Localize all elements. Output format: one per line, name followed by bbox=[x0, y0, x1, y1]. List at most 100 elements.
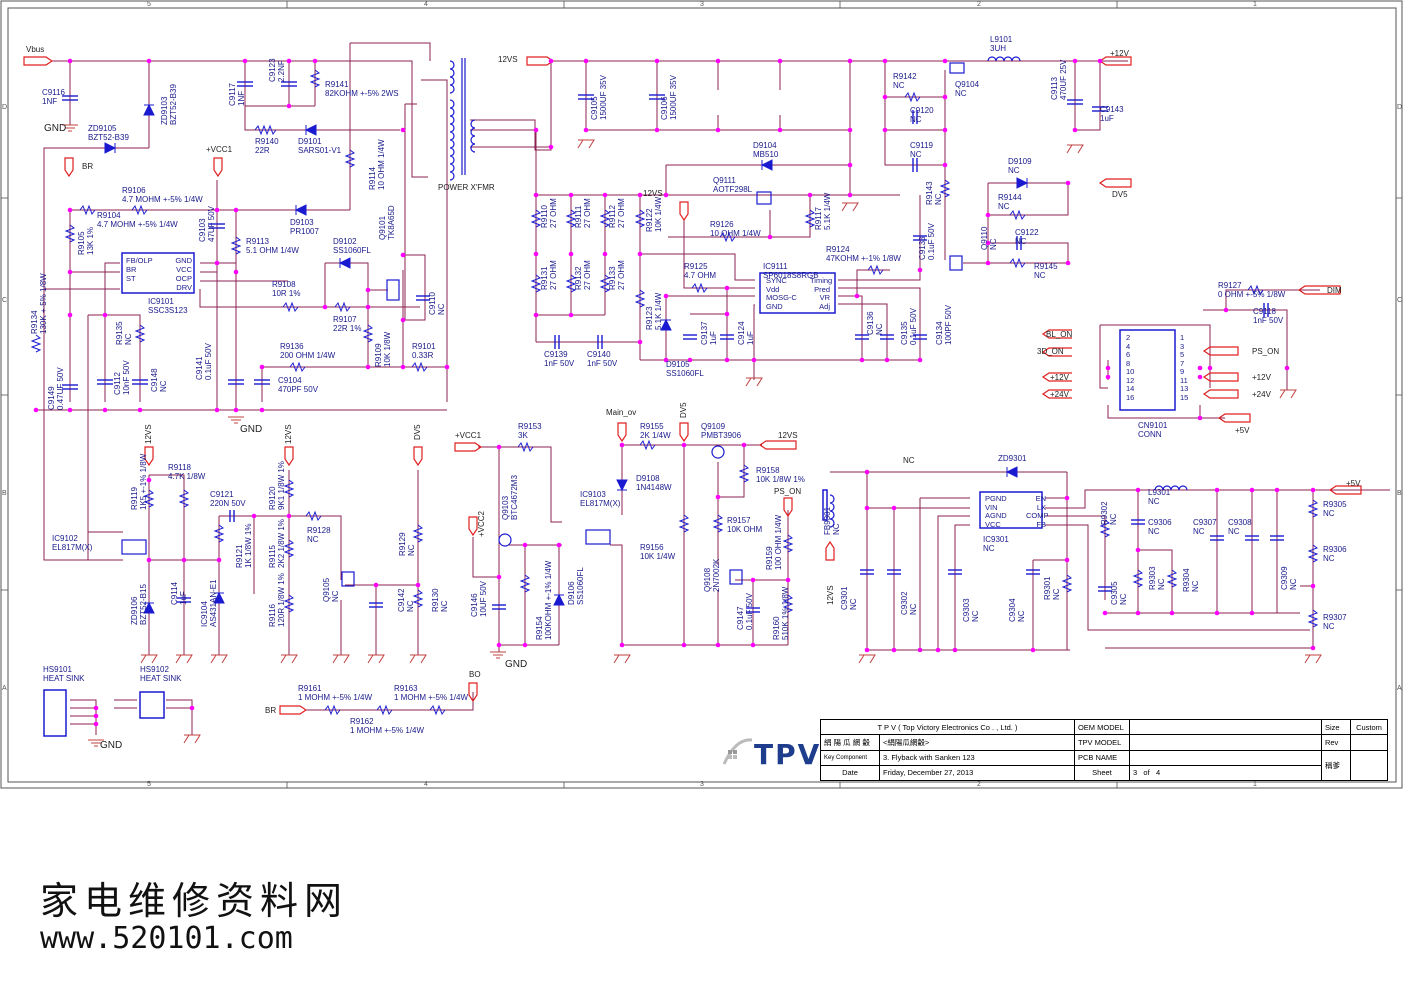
ic-pin-cn9101: 7 bbox=[1180, 358, 1185, 368]
ic-pin-ic9111: VR bbox=[819, 293, 830, 302]
component-label-zd9103: ZD9103 BZT52-B39 bbox=[160, 84, 178, 125]
component-label-hs9101: HS9101 HEAT SINK bbox=[43, 665, 85, 683]
tb-sheet-total: 4 bbox=[1155, 768, 1161, 778]
zone-top-5: 5 bbox=[147, 1, 151, 8]
component-ref: C9305 bbox=[1110, 581, 1119, 605]
component-ref: R9305 bbox=[1323, 500, 1347, 509]
component-ref: R9112 bbox=[608, 205, 617, 228]
component-label-r9127: R9127 0 OHM +-5% 1/8W bbox=[1218, 281, 1285, 299]
component-ref: C9304 bbox=[1008, 598, 1017, 622]
tb-size-value: Custom bbox=[1349, 718, 1389, 736]
title-block: T P V ( Top Victory Electronics Co . , L… bbox=[820, 718, 1389, 782]
component-label-r9306: R9306 NC bbox=[1323, 545, 1347, 563]
component-label-c9119: C9119 NC bbox=[910, 141, 933, 159]
component-label-ic9111: IC9111 SP6018S8RGB bbox=[763, 262, 819, 280]
component-value: NC bbox=[437, 303, 446, 315]
component-label-hs9102: HS9102 HEAT SINK bbox=[140, 665, 182, 683]
component-label-c9146: C9146 10UF 50V bbox=[470, 581, 488, 617]
component-value: 13K 1% bbox=[86, 226, 95, 255]
component-label-c9105: C9105 1500UF 35V bbox=[590, 75, 608, 120]
component-value: 1N4148W bbox=[636, 483, 672, 492]
component-label-r9116: R9116 120R 1/8W 1% bbox=[268, 573, 286, 627]
component-value: 1K 1/8W 1% bbox=[244, 523, 253, 568]
component-value: 470PF 50V bbox=[278, 385, 319, 394]
component-label-d9103: D9103 PR1007 bbox=[290, 218, 319, 236]
ic-pin-ic9111: Vdd bbox=[766, 284, 780, 294]
component-value: 1nF 50V bbox=[587, 359, 618, 368]
component-ref: IC9301 bbox=[983, 535, 1009, 544]
component-label-ic9101: IC9101 SSC3S123 bbox=[148, 297, 188, 315]
net-vcc2: +VCC2 bbox=[477, 510, 486, 537]
component-value: 4.7 OHM bbox=[684, 271, 717, 280]
component-value: 510K 1% 1/8W bbox=[781, 586, 790, 640]
component-value: 10 OHM 1/4W bbox=[377, 139, 386, 190]
component-label-c9305: C9305 NC bbox=[1110, 581, 1128, 605]
resistor-symbols bbox=[30, 69, 1319, 716]
net-dv5-ov: DV5 bbox=[679, 402, 688, 418]
component-ref: C9146 bbox=[470, 593, 479, 617]
component-label-r9111: R9111 27 OHM bbox=[574, 198, 592, 228]
component-label-r9153: R9153 3K bbox=[518, 422, 542, 440]
net-24v-cn-r: +24V bbox=[1252, 390, 1271, 399]
net-ps-on-cn: PS_ON bbox=[1252, 347, 1280, 356]
component-label-c9140: C9140 1nF 50V bbox=[587, 350, 617, 368]
component-label-c9307: C9307 NC bbox=[1193, 518, 1217, 536]
component-label-c9122: C9122 NC bbox=[1015, 228, 1039, 246]
component-ref: R9130 bbox=[431, 588, 440, 612]
component-ref: R9119 bbox=[130, 487, 139, 510]
component-value: 27 OHM bbox=[617, 260, 626, 290]
component-value: 27 OHM bbox=[549, 260, 558, 290]
component-ref: C9110 bbox=[428, 292, 437, 315]
component-ref: C9140 bbox=[587, 350, 611, 359]
component-value: 1uF bbox=[709, 331, 718, 345]
tb-date-label: Date bbox=[820, 764, 880, 782]
component-ref: C9122 bbox=[1015, 228, 1039, 237]
component-ref: C9301 bbox=[840, 586, 849, 610]
component-ref: ZD9105 bbox=[88, 124, 117, 133]
tb-sheet-label: Sheet bbox=[1073, 764, 1130, 782]
component-label-c9124: C9124 1uF bbox=[737, 321, 755, 345]
component-ref: R9129 bbox=[398, 532, 407, 556]
net-gnd-2: GND bbox=[240, 424, 263, 435]
tb-pcb-name-value bbox=[1128, 749, 1322, 766]
component-ref: C9104 bbox=[278, 376, 302, 385]
component-ref: R9121 bbox=[235, 544, 244, 568]
component-value: 10K 1/8W 1% bbox=[756, 475, 805, 484]
component-ref: R9104 bbox=[97, 211, 121, 220]
component-ref: R9126 bbox=[710, 220, 734, 229]
component-value: 2N7002K bbox=[712, 558, 721, 592]
component-value: 100 OHM 1/4W bbox=[774, 514, 783, 570]
net-12vs-9301: 12VS bbox=[826, 585, 835, 605]
component-label-c9143: C9143 1uF bbox=[1100, 105, 1124, 123]
component-label-r9145: R9145 NC bbox=[1034, 262, 1058, 280]
component-ref: R9303 bbox=[1148, 566, 1157, 590]
component-ref: C9306 bbox=[1148, 518, 1172, 527]
component-ref: R9115 bbox=[268, 545, 277, 568]
component-ref: CN9101 bbox=[1138, 421, 1168, 430]
component-value: NC bbox=[407, 544, 416, 556]
component-label-q9104: Q9104 NC bbox=[955, 80, 979, 98]
ic-pin-cn9101: 12 bbox=[1126, 375, 1135, 385]
net-gnd-1: GND bbox=[44, 123, 67, 134]
ic-pin-ic9301: VCC bbox=[985, 519, 1001, 529]
component-ref: R9120 bbox=[268, 486, 277, 510]
component-value: NC bbox=[1034, 271, 1046, 280]
net-12vs-top: 12VS bbox=[498, 55, 518, 64]
component-label-c9304: C9304 NC bbox=[1008, 598, 1026, 622]
component-ref: C9133 bbox=[918, 236, 927, 260]
component-label-r9112: R9112 27 OHM bbox=[608, 198, 626, 228]
component-ref: ZD9301 bbox=[998, 454, 1027, 463]
component-ref: R9161 bbox=[298, 684, 322, 693]
component-value: NC bbox=[910, 115, 922, 124]
component-label-r9108: R9108 10R 1% bbox=[272, 280, 300, 298]
component-value: SS1060FL bbox=[576, 567, 585, 605]
component-label-r9162: R9162 1 MOHM +-5% 1/4W bbox=[350, 717, 424, 735]
ic-pin-ic9301: PGND bbox=[985, 494, 1007, 503]
component-label-c9149: C9149 0.47UF 50V bbox=[47, 367, 65, 410]
net-dv5-out: DV5 bbox=[1112, 190, 1128, 199]
component-ref: IC9103 bbox=[580, 490, 606, 499]
component-ref: D9106 bbox=[567, 581, 576, 605]
component-ref: R9111 bbox=[574, 205, 583, 228]
component-label-c9147: C9147 0.1uF 50V bbox=[736, 593, 754, 630]
